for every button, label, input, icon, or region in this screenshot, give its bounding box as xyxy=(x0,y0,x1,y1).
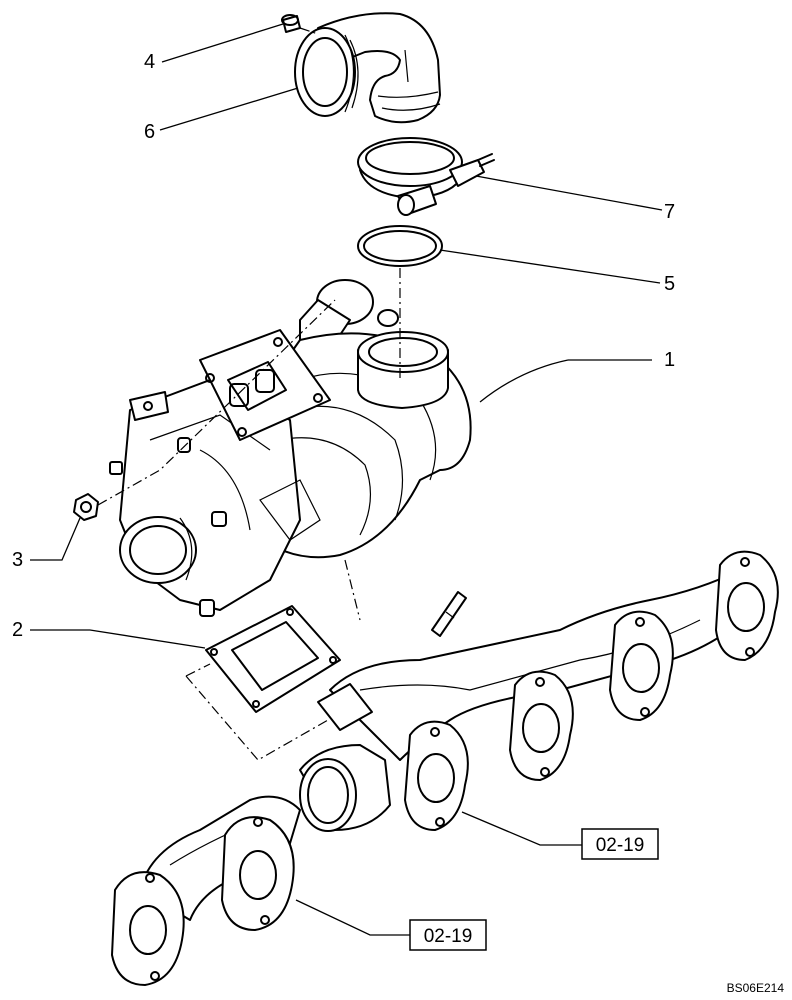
part-1-turbocharger xyxy=(109,279,472,617)
reference-box-1[interactable]: 02-19 xyxy=(581,828,659,860)
callout-4: 4 xyxy=(144,51,155,73)
part-5-o-ring xyxy=(357,225,443,267)
reference-label: 02-19 xyxy=(424,926,473,947)
part-6-elbow-hose xyxy=(294,12,441,124)
reference-box-2[interactable]: 02-19 xyxy=(409,919,487,951)
part-4-plug xyxy=(281,14,301,33)
reference-label: 02-19 xyxy=(596,835,645,856)
callout-3: 3 xyxy=(12,549,23,571)
part-3-nut xyxy=(73,493,99,521)
drawing-code: BS06E214 xyxy=(727,981,785,995)
part-2-gasket xyxy=(205,605,341,713)
exhaust-manifold-front xyxy=(111,795,301,986)
callout-6: 6 xyxy=(144,121,155,143)
assembly-centerlines xyxy=(97,27,401,761)
callout-2: 2 xyxy=(12,619,23,641)
callout-7: 7 xyxy=(664,201,675,223)
manifold-stud xyxy=(431,591,467,637)
leader-lines xyxy=(30,23,663,936)
callout-1: 1 xyxy=(664,349,675,371)
part-7-clamp xyxy=(357,137,495,216)
callout-5: 5 xyxy=(664,273,675,295)
exhaust-manifold-rear xyxy=(299,550,779,832)
